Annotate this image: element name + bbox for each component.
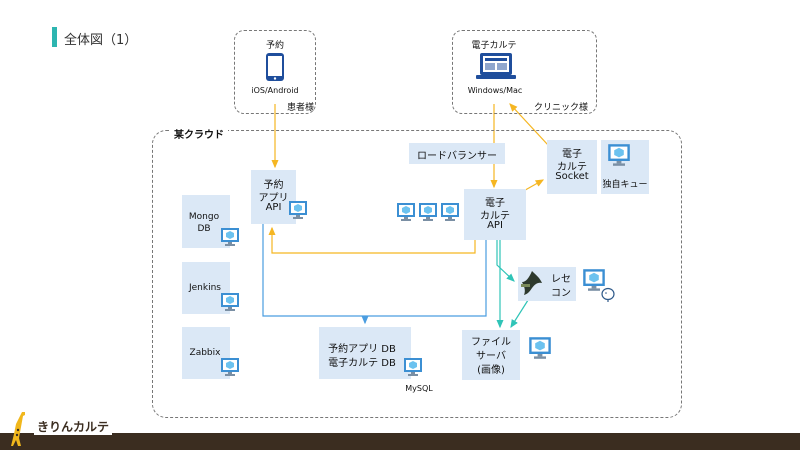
ehr-api-label-1: 電子: [485, 198, 505, 209]
clinic-app-label: 電子カルテ: [471, 41, 517, 51]
ehr-api-label-2: カルテ: [480, 211, 510, 222]
receipt-logo-icon: [521, 271, 542, 295]
mongodb-label-1: Mongo: [188, 212, 220, 222]
load-balancer: [409, 143, 505, 164]
vm-icon: [608, 144, 630, 166]
arrow-socket-to-clinic: [509, 103, 549, 146]
reservation-api-label-3: API: [265, 202, 282, 213]
patient-device-label: iOS/Android: [251, 86, 299, 95]
vm-icon: [419, 203, 437, 221]
ehr-socket-box: [547, 140, 597, 194]
postgres-icon: [601, 287, 615, 302]
ehr-api-box: [464, 189, 526, 240]
database-label-1: 予約アプリ DB: [328, 344, 396, 355]
reservation-api-label-2: アプリ: [258, 193, 289, 204]
cloud-boundary: [152, 130, 682, 418]
giraffe-logo-icon: [11, 412, 25, 446]
arrow-receipt-to-file-server: [510, 296, 531, 329]
vm-icon: [289, 201, 307, 219]
patient-group-label: 患者様: [286, 103, 314, 113]
title-accent-bar: [52, 27, 57, 47]
ehr-api-label-3: API: [487, 220, 503, 231]
database-box: [319, 327, 411, 379]
database-label-2: 電子カルテ DB: [328, 358, 396, 369]
vm-icon: [221, 228, 239, 246]
arrow-ehr-api-to-receipt: [496, 240, 515, 282]
zabbix-label: Zabbix: [189, 348, 221, 358]
ehr-socket-label-2: カルテ: [557, 162, 587, 173]
queue-label: 独自キュー: [602, 180, 648, 190]
vm-icon: [221, 358, 239, 376]
database-engine-label: MySQL: [405, 384, 433, 393]
clinic-group-label: クリニック様: [533, 103, 588, 113]
arrow-ehr-api-to-reservation-api: [268, 226, 476, 254]
jenkins-label: Jenkins: [188, 283, 221, 293]
file-server-box: [462, 330, 520, 380]
patient-app-label: 予約: [265, 41, 284, 51]
slide-title: 全体図（1）: [64, 33, 138, 48]
reservation-api-box: [251, 170, 296, 224]
line-ehr-api-to-db: [365, 240, 487, 317]
line-reservation-api-to-db: [262, 224, 365, 317]
mongodb-label-2: DB: [197, 224, 211, 234]
receipt-label-1: レセ: [551, 274, 571, 285]
receipt-label-2: コン: [551, 288, 571, 299]
ehr-socket-label-3: Socket: [555, 171, 589, 182]
laptop-icon: [476, 53, 516, 79]
brand-name: きりんカルテ: [34, 418, 113, 435]
file-server-label-1: ファイル: [471, 337, 511, 348]
vm-icon: [404, 358, 422, 376]
vm-icon: [397, 203, 415, 221]
ehr-socket-label-1: 電子: [562, 149, 582, 160]
patient-group: [234, 30, 316, 114]
smartphone-icon: [266, 53, 284, 81]
reservation-api-label-1: 予約: [263, 180, 284, 191]
load-balancer-label: ロードバランサー: [417, 151, 497, 162]
file-server-label-3: (画像): [477, 365, 505, 376]
vm-icon: [441, 203, 459, 221]
cloud-label: 某クラウド: [170, 126, 228, 141]
footer-bar: [0, 433, 800, 450]
vm-icon: [221, 293, 239, 311]
clinic-group: [452, 30, 597, 114]
vm-icon: [529, 337, 551, 359]
clinic-device-label: Windows/Mac: [467, 86, 523, 95]
file-server-label-2: サーバ: [476, 351, 506, 362]
